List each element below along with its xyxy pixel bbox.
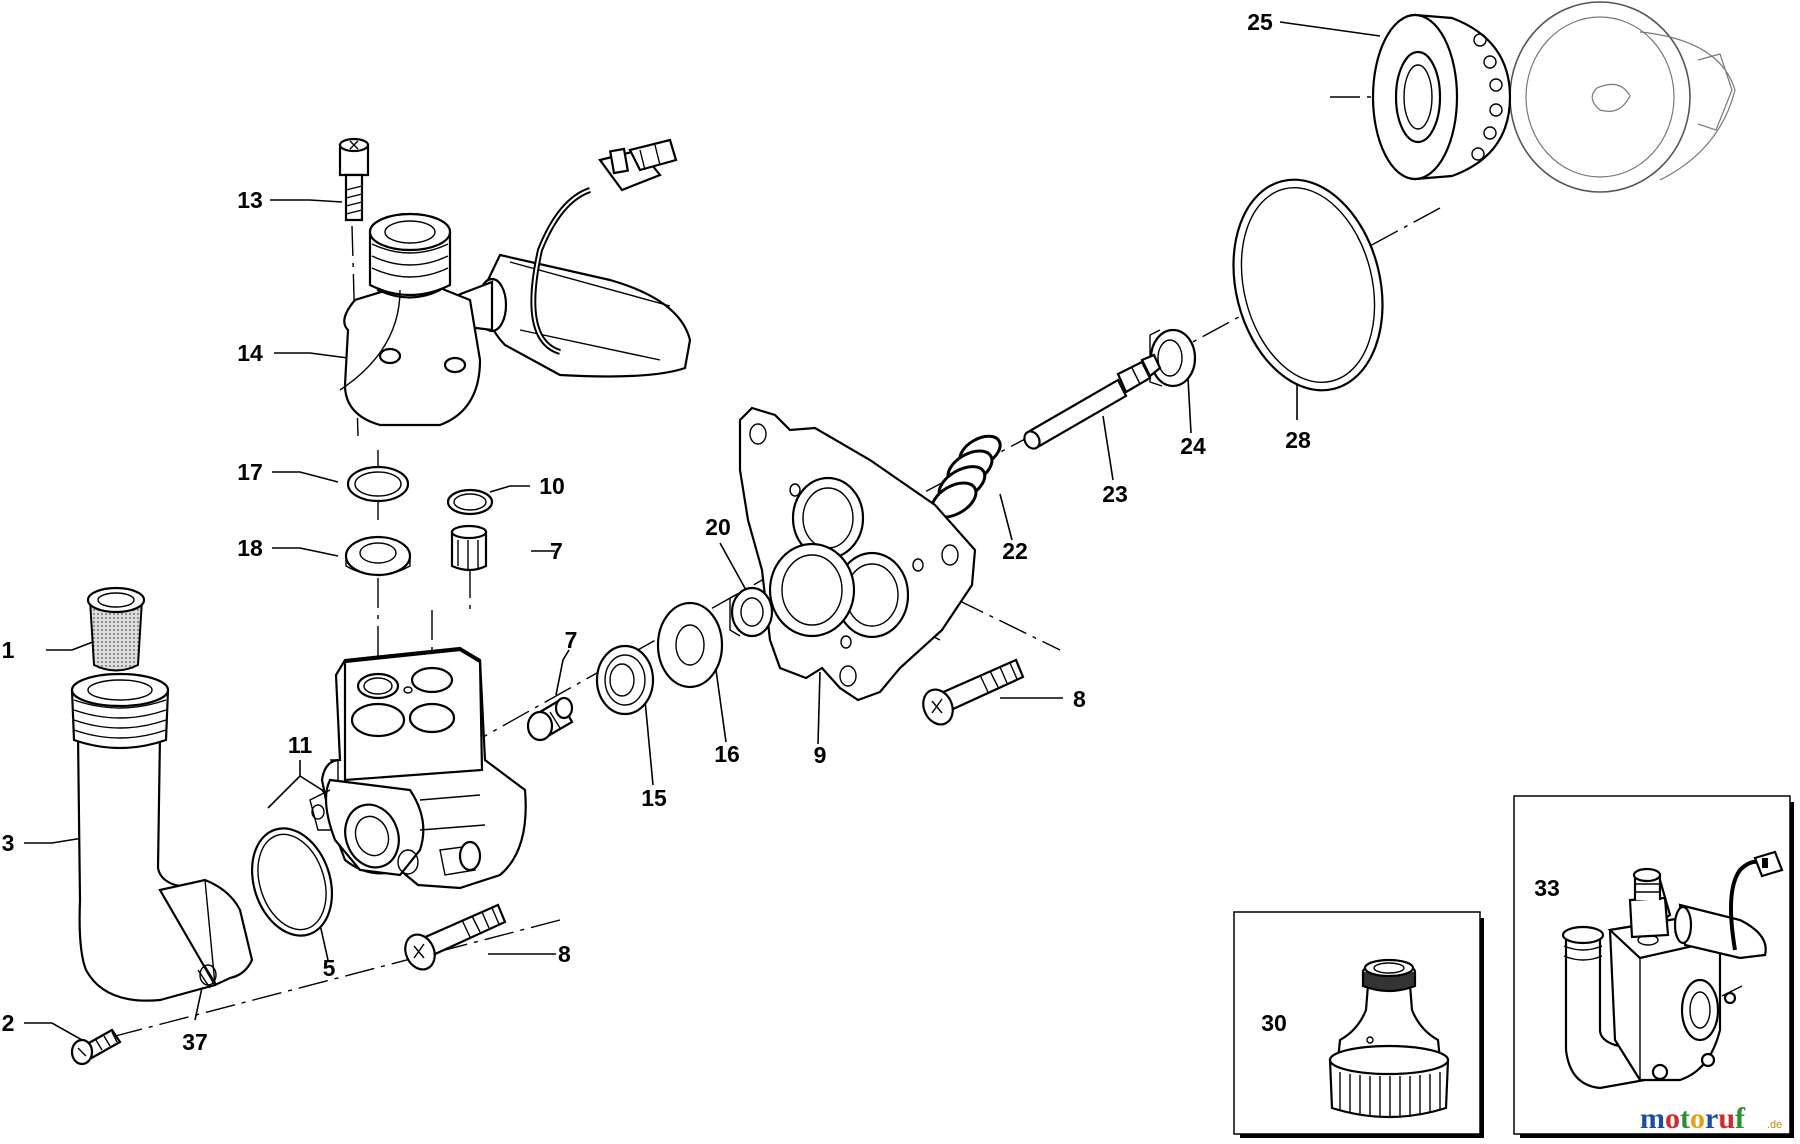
part-17-o-ring	[346, 465, 410, 503]
part-8-bolt-upper	[922, 658, 1025, 726]
part-15-radial-seal	[595, 644, 655, 716]
part-33-pump-assembly	[1561, 850, 1784, 1090]
callout-15: 15	[641, 785, 667, 811]
callout-30: 30	[1261, 1010, 1287, 1036]
part-23-piston	[1023, 353, 1162, 450]
callout-7-lower: 7	[565, 627, 578, 653]
callout-16: 16	[714, 741, 740, 767]
inset-box-part-30	[1233, 911, 1484, 1138]
callout-24: 24	[1180, 433, 1206, 459]
callout-8-lower: 8	[558, 941, 571, 967]
part-7-valve-lower	[526, 696, 574, 742]
part-11-pump-body	[309, 646, 527, 890]
inset-box-part-33	[1513, 795, 1794, 1138]
callout-labels: 1 2 3 5 7 7 8 8 8 9 10 11 13 14 15 16 17…	[2, 9, 1560, 1055]
callout-7-upper: 7	[550, 538, 563, 564]
part-3-inlet-pipe	[70, 672, 254, 1002]
part-7-valve-upper	[450, 524, 488, 572]
wm-letter-f: f	[1735, 1102, 1746, 1135]
part-18-seal	[344, 535, 412, 577]
callout-28: 28	[1285, 427, 1311, 453]
part-5-o-ring	[250, 827, 334, 937]
part-20-seal	[729, 586, 774, 638]
wm-letter-t: t	[1680, 1102, 1690, 1135]
callout-23: 23	[1102, 481, 1128, 507]
part-37-pin	[197, 965, 217, 989]
wm-letter-o: o	[1665, 1102, 1680, 1135]
callout-1: 1	[2, 637, 15, 663]
callout-17: 17	[237, 459, 263, 485]
part-24-seal	[1149, 328, 1197, 388]
callout-18: 18	[237, 535, 263, 561]
callout-2: 2	[2, 1010, 15, 1036]
part-28-o-ring	[1232, 178, 1384, 392]
callout-8-right: 8	[1073, 686, 1086, 712]
wm-letter-m: m	[1640, 1102, 1665, 1135]
callout-3: 3	[2, 830, 15, 856]
wm-letter-r: r	[1705, 1102, 1718, 1135]
callout-9: 9	[814, 742, 827, 768]
part-30-nozzle-adapter	[1328, 958, 1450, 1119]
watermark-logo: motoruf .de	[1640, 1102, 1782, 1135]
callout-14: 14	[237, 340, 263, 366]
wm-letter-u: u	[1718, 1102, 1735, 1135]
callout-25: 25	[1247, 9, 1273, 35]
part-10-o-ring	[446, 488, 494, 516]
callout-20: 20	[705, 514, 731, 540]
part-2-screw	[70, 1028, 122, 1066]
part-25-bearing-cap	[1371, 1, 1736, 193]
callout-11: 11	[288, 732, 313, 758]
callout-13: 13	[237, 187, 263, 213]
callout-5: 5	[323, 955, 336, 981]
wm-letter-o2: o	[1690, 1102, 1705, 1135]
callout-10: 10	[539, 473, 565, 499]
callout-33: 33	[1534, 875, 1560, 901]
callout-22: 22	[1002, 538, 1028, 564]
part-22-spring	[930, 434, 1002, 519]
svg-text:motoruf: motoruf	[1640, 1102, 1746, 1135]
part-16-washer	[656, 601, 724, 689]
wm-suffix: .de	[1767, 1119, 1782, 1131]
part-8-bolt-lower	[404, 903, 507, 971]
part-13-bolt	[338, 137, 370, 222]
callout-37: 37	[182, 1029, 208, 1055]
part-9-head-plate	[738, 406, 977, 702]
part-14-outlet-switch	[339, 138, 692, 427]
part-1-filter	[86, 586, 146, 672]
